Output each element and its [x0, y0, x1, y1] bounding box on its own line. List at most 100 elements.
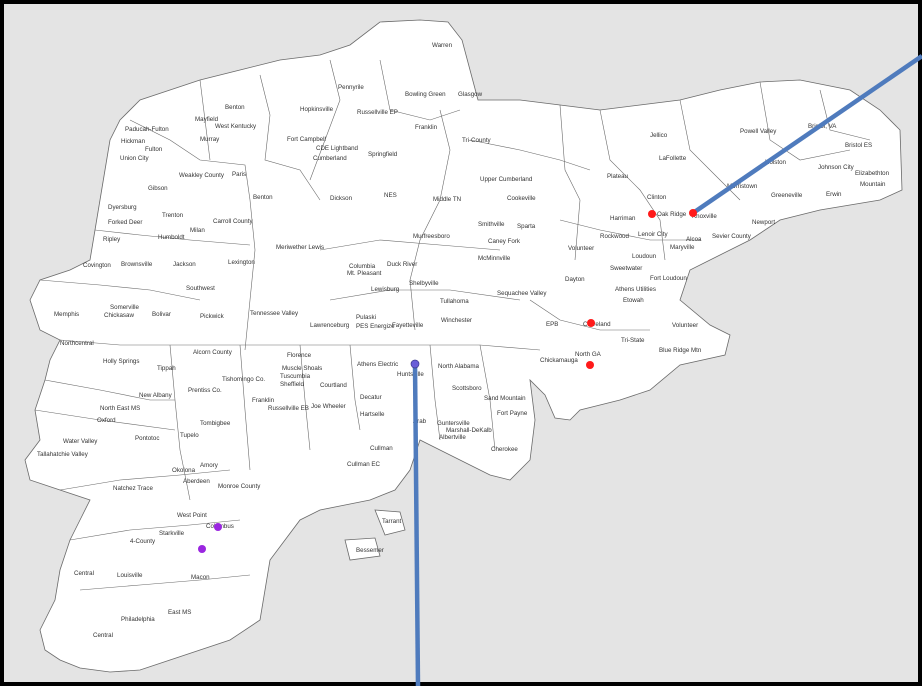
- region-label: Pickwick: [200, 313, 225, 320]
- region-label: Etowah: [623, 297, 644, 304]
- region-label: Decatur: [360, 394, 382, 401]
- region-label: Gibson: [148, 185, 168, 192]
- region-label: Clinton: [647, 194, 667, 201]
- region-label: Athens Electric: [357, 361, 398, 368]
- region-label: Sequachee Valley: [497, 290, 547, 297]
- region-label: Middle TN: [433, 196, 461, 203]
- region-label: East MS: [168, 609, 191, 616]
- region-label: Memphis: [54, 311, 79, 318]
- region-label: Ripley: [103, 236, 121, 243]
- region-label: Huntsville: [397, 371, 424, 378]
- marker-huntsville[interactable]: [410, 359, 420, 369]
- region-label: Alcoa: [686, 236, 702, 243]
- region-label: Guntersville: [437, 420, 470, 427]
- region-label: Rockwood: [600, 233, 629, 240]
- region-label: Fayetteville: [392, 322, 424, 329]
- region-label: Tennessee Valley: [250, 310, 299, 317]
- region-label: Bristol ES: [845, 142, 872, 149]
- region-label: Murfreesboro: [413, 233, 450, 240]
- region-label: Pontotoc: [135, 435, 159, 442]
- region-label: North Alabama: [438, 363, 479, 370]
- region-label: Hickman: [121, 138, 146, 145]
- region-label: Southwest: [186, 285, 215, 292]
- region-label: Tombigbee: [200, 420, 231, 427]
- region-label: Brownsville: [121, 261, 153, 268]
- region-label: LaFollette: [659, 155, 687, 162]
- region-label: Greeneville: [771, 192, 803, 199]
- region-label: Sparta: [517, 223, 536, 230]
- region-label: EPB: [546, 321, 558, 328]
- region-label: Bowling Green: [405, 91, 446, 98]
- region-label: North East MS: [100, 405, 140, 412]
- region-label: Muscle Shoals: [282, 365, 322, 372]
- region-label: Powell Valley: [740, 128, 777, 135]
- marker-north-ga[interactable]: [586, 361, 594, 369]
- region-label: Mayfield: [195, 116, 219, 123]
- region-label: Maryville: [670, 244, 695, 251]
- region-label: 4-County: [130, 538, 156, 545]
- region-label: Albertville: [439, 434, 466, 441]
- region-label: Lexington: [228, 259, 255, 266]
- pointer-line-knoxville: [691, 54, 922, 215]
- region-label: Morristown: [727, 183, 758, 190]
- region-label: Bolivar: [152, 311, 171, 318]
- region-label: Fort Loudoun: [650, 275, 687, 282]
- region-label: Scottsboro: [452, 385, 482, 392]
- region-label: Pennyrile: [338, 84, 364, 91]
- region-label: West Kentucky: [215, 123, 257, 130]
- region-label: Tippah: [157, 365, 176, 372]
- region-label: Columbia: [349, 263, 376, 270]
- region-label: Northcentral: [60, 340, 94, 347]
- region-label: Florence: [287, 352, 312, 359]
- region-label: Benton: [253, 194, 273, 201]
- region-label: Blue Ridge Mtn: [659, 347, 702, 354]
- region-label: Meriwether Lewis: [276, 244, 324, 251]
- region-label: Fort Payne: [497, 410, 528, 417]
- region-label: Erwin: [826, 191, 842, 198]
- region-label: Jackson: [173, 261, 196, 268]
- marker-knoxville[interactable]: [689, 209, 697, 217]
- region-label: Paducah-Fulton: [125, 126, 169, 133]
- region-label: Joe Wheeler: [311, 403, 346, 410]
- region-label: Cumberland: [313, 155, 347, 162]
- region-label: Sand Mountain: [484, 395, 526, 402]
- region-label: McMinnville: [478, 255, 511, 262]
- region-label: Milan: [190, 227, 205, 234]
- region-label: Water Valley: [63, 438, 98, 445]
- marker-columbus[interactable]: [214, 523, 222, 531]
- region-label: Starkville: [159, 530, 185, 537]
- region-label: Lenoir City: [638, 231, 668, 238]
- territory-outline: [24, 19, 903, 673]
- region-label: Jellico: [650, 132, 668, 139]
- region-label: Bessemer: [356, 547, 384, 554]
- region-label: Courtland: [320, 382, 347, 389]
- region-label: Chickamauga: [540, 357, 578, 364]
- region-label: Macon: [191, 574, 210, 581]
- region-boundaries: [34, 59, 871, 591]
- region-label: Volunteer: [672, 322, 698, 329]
- region-label: Tishomingo Co.: [222, 376, 265, 383]
- marker-cleveland[interactable]: [587, 319, 595, 327]
- region-label: Tallahatchie Valley: [37, 451, 89, 458]
- region-label: West Point: [177, 512, 207, 519]
- region-label: Oxford: [97, 417, 116, 424]
- region-label: Central: [93, 632, 113, 639]
- region-label: Dayton: [565, 276, 585, 283]
- region-label: Dyersburg: [108, 204, 137, 211]
- region-label: Marshall-DeKalb: [446, 427, 492, 434]
- marker-starkville[interactable]: [198, 545, 206, 553]
- region-label: Tuscumbia: [280, 373, 311, 380]
- region-label: Cleveland: [583, 321, 611, 328]
- region-label: Okolona: [172, 467, 196, 474]
- region-label: Duck River: [387, 261, 417, 268]
- region-label: Hopkinsville: [300, 106, 334, 113]
- marker-oak-ridge[interactable]: [648, 210, 656, 218]
- region-label: Arab: [413, 418, 427, 425]
- region-label: Caney Fork: [488, 238, 521, 245]
- region-label: Johnson City: [818, 164, 855, 171]
- region-label: Tri-State: [621, 337, 645, 344]
- region-label: Russellville EB: [268, 405, 309, 412]
- region-label: Upper Cumberland: [480, 176, 533, 183]
- region-label: Elizabethton: [855, 170, 890, 177]
